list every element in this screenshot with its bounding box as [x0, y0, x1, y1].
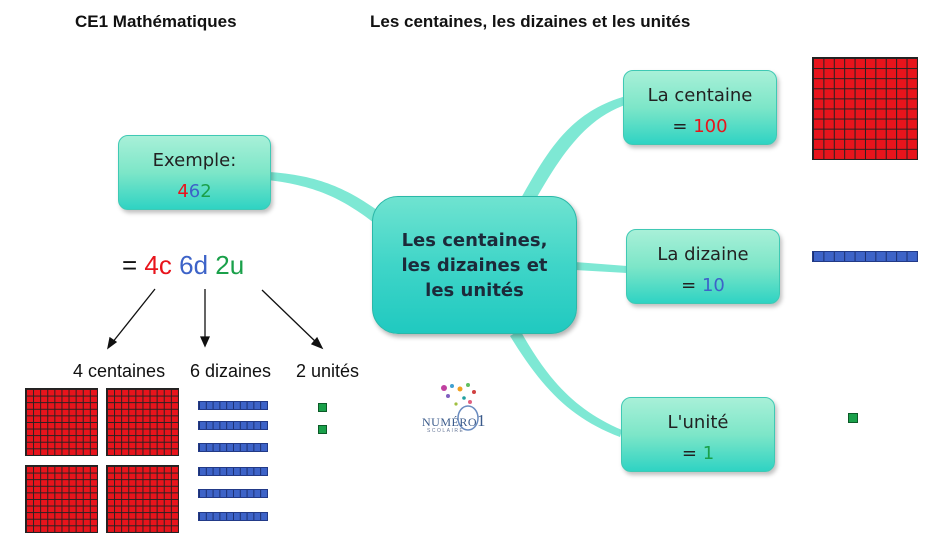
ten-bar — [198, 401, 268, 410]
hundred-block — [106, 388, 179, 456]
unit-cube — [318, 425, 327, 434]
ten-bar — [198, 467, 268, 476]
centaine-value-line: = 100 — [624, 116, 776, 137]
logo-sparkles-icon — [441, 383, 479, 431]
centaine-value: 100 — [693, 116, 728, 137]
center-line-1: Les centaines, — [401, 229, 548, 251]
logo-digit: 1 — [477, 411, 487, 430]
unite-value-line: = 1 — [622, 443, 774, 464]
hundred-block-large — [812, 57, 918, 160]
dizaine-eq: = — [681, 275, 697, 296]
branch-dizaine — [575, 262, 627, 273]
ten-bar — [198, 443, 268, 452]
dizaine-value-line: = 10 — [627, 275, 779, 296]
dizaine-value: 10 — [701, 275, 725, 296]
hundred-block — [25, 465, 98, 533]
hundred-block — [25, 388, 98, 456]
example-label: Exemple: — [152, 150, 237, 171]
unit-cube — [318, 403, 327, 412]
example-number: 462 — [119, 181, 270, 202]
example-digit-tens: 6 — [188, 181, 201, 202]
node-dizaine: La dizaine = 10 — [626, 229, 780, 304]
logo-subtext: SCOLAIRE — [427, 428, 465, 434]
example-node: Exemple: 462 — [118, 135, 271, 210]
part-tens: 6d — [179, 250, 209, 280]
page-title: Les centaines, les dizaines et les unité… — [370, 12, 691, 31]
subject-title: CE1 Mathématiques — [75, 12, 237, 31]
central-node: Les centaines, les dizaines et les unité… — [372, 196, 577, 334]
centaine-title: La centaine — [647, 85, 753, 106]
dizaine-title: La dizaine — [657, 244, 749, 265]
logo-text: NUMÉRO — [422, 415, 478, 429]
unite-eq: = — [681, 443, 697, 464]
equals-sign: = — [122, 250, 138, 280]
arrow-centaines — [111, 288, 156, 344]
part-hundreds: 4c — [144, 250, 172, 280]
ten-bar-large — [812, 251, 918, 262]
unit-cube-large — [848, 413, 858, 423]
unite-value: 1 — [702, 443, 715, 464]
ten-bar — [198, 421, 268, 430]
node-unite: L'unité = 1 — [621, 397, 775, 472]
example-digit-units: 2 — [200, 181, 212, 202]
centaine-eq: = — [672, 116, 688, 137]
arrow-unites — [261, 289, 319, 345]
branch-unite — [510, 330, 622, 437]
label-2-unites: 2 unités — [296, 361, 360, 381]
numero1-logo: NUMÉRO1 SCOLAIRE — [422, 380, 492, 440]
branch-example — [268, 172, 384, 226]
center-line-2: les dizaines et — [401, 254, 548, 276]
node-centaine: La centaine = 100 — [623, 70, 777, 145]
example-digit-hundreds: 4 — [177, 181, 189, 202]
center-line-3: les unités — [425, 279, 524, 301]
part-units: 2u — [215, 250, 245, 280]
ten-bar — [198, 512, 268, 521]
branch-centaine — [520, 96, 628, 206]
label-4-centaines: 4 centaines — [73, 361, 166, 381]
hundred-block — [106, 465, 179, 533]
label-6-dizaines: 6 dizaines — [190, 361, 272, 381]
decomposition-equation: = 4c 6d 2u — [122, 250, 244, 281]
unite-title: L'unité — [667, 412, 729, 433]
ten-bar — [198, 489, 268, 498]
